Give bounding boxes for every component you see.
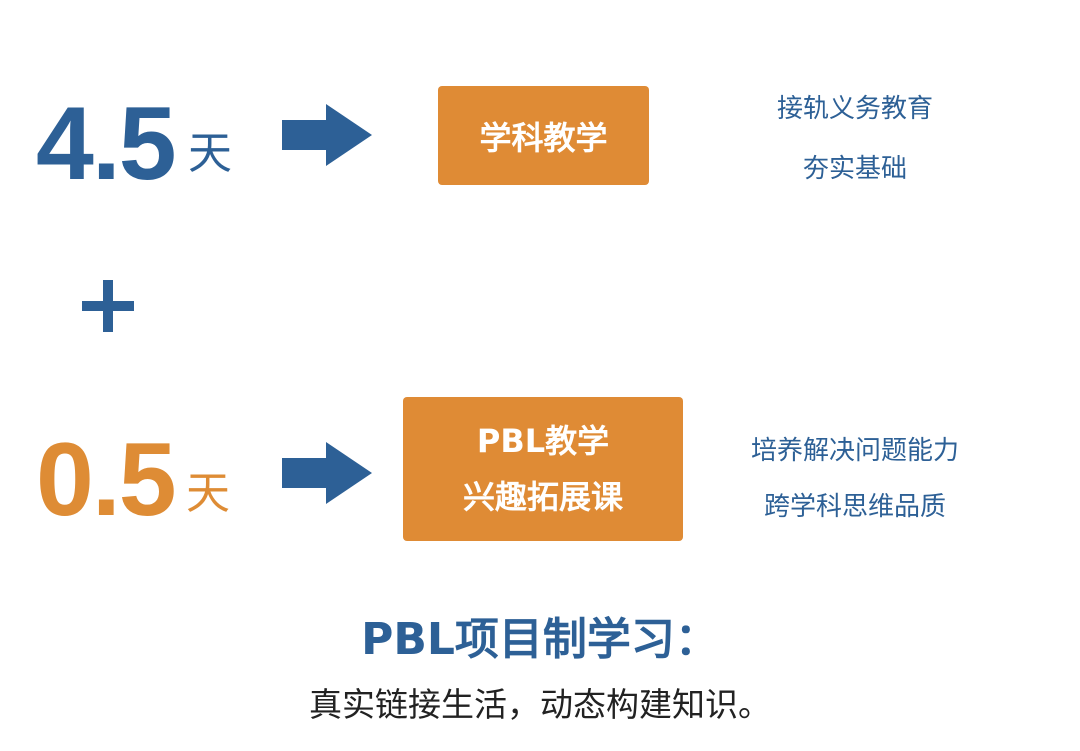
interest-course-label: 兴趣拓展课 (462, 478, 623, 516)
days-number-main: 4.5 (36, 86, 177, 202)
subject-teaching-label: 学科教学 (479, 118, 608, 157)
desc-line: 接轨义务教育 (776, 94, 933, 124)
desc-line: 夯实基础 (802, 154, 907, 184)
right-arrow-icon (282, 104, 372, 166)
right-arrow-icon (282, 442, 372, 504)
desc-line: 跨学科思维品质 (763, 492, 946, 522)
pbl-teaching-box: PBL教学 兴趣拓展课 (403, 397, 683, 541)
days-unit-main: 天 (188, 128, 232, 179)
pbl-tagline: 真实链接生活，动态构建知识。 (309, 685, 771, 724)
plus-icon (82, 280, 134, 332)
desc-line: 培养解决问题能力 (750, 436, 959, 466)
pbl-teaching-label: PBL教学 (476, 422, 610, 460)
days-number-extension: 0.5 (36, 422, 177, 538)
subject-teaching-box: 学科教学 (438, 86, 649, 185)
pbl-heading: PBL项目制学习： (361, 614, 719, 665)
days-unit-extension: 天 (186, 468, 230, 519)
